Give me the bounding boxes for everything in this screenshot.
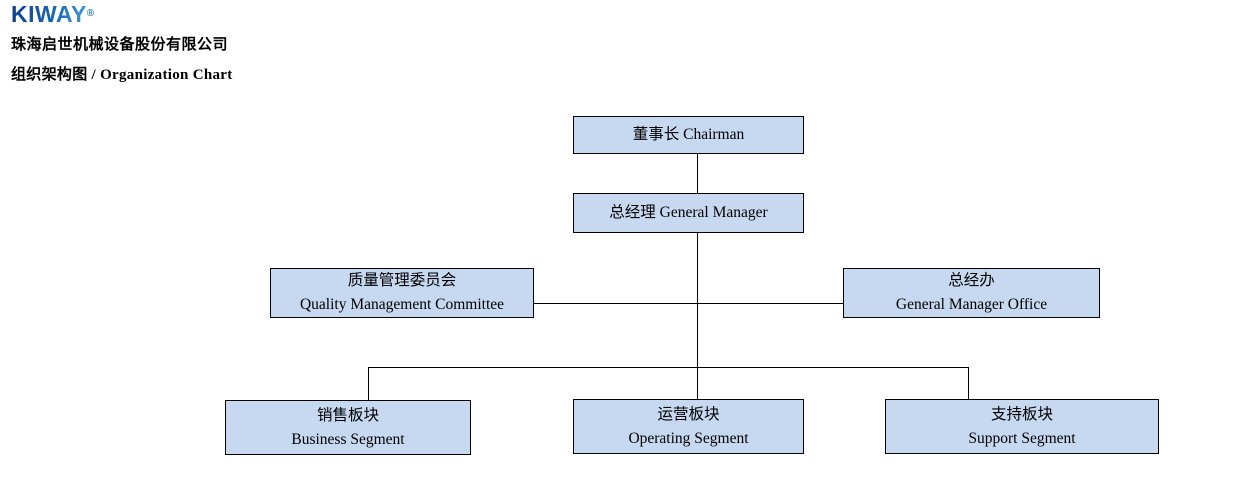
org-node-label: 董事长 Chairman xyxy=(632,126,745,143)
org-node-label-en: Support Segment xyxy=(968,429,1076,447)
org-node-chairman: 董事长 Chairman xyxy=(573,116,804,154)
connector-segments-row xyxy=(368,367,968,368)
org-node-label-cn: 运营板块 xyxy=(657,405,720,423)
connector-chairman-to-gm xyxy=(697,154,698,193)
connector-committee-office-row xyxy=(534,303,843,304)
org-node-quality-management-committee: 质量管理委员会 Quality Management Committee xyxy=(270,268,534,318)
org-node-general-manager-office: 总经办 General Manager Office xyxy=(843,268,1100,318)
org-node-label-en: Operating Segment xyxy=(628,429,749,447)
org-node-support-segment: 支持板块 Support Segment xyxy=(885,399,1159,454)
org-node-label: 总经理 General Manager xyxy=(609,204,768,221)
org-node-business-segment: 销售板块 Business Segment xyxy=(225,400,471,455)
connector-drop-support xyxy=(968,367,969,399)
company-name: 珠海启世机械设备股份有限公司 xyxy=(11,37,229,53)
org-node-operating-segment: 运营板块 Operating Segment xyxy=(573,399,804,454)
kiway-logo: KIWAY® xyxy=(11,2,94,30)
org-node-label-cn: 总经办 xyxy=(948,272,995,289)
connector-gm-trunk xyxy=(697,233,698,399)
page-title: 组织架构图 / Organization Chart xyxy=(11,67,233,83)
connector-drop-business xyxy=(368,367,369,400)
org-node-label-en: Quality Management Committee xyxy=(299,296,505,313)
org-node-label-en: Business Segment xyxy=(291,430,405,448)
org-node-label-en: General Manager Office xyxy=(895,296,1048,313)
org-node-general-manager: 总经理 General Manager xyxy=(573,193,804,233)
kiway-logo-text: KIWAY xyxy=(11,1,87,28)
org-node-label-cn: 销售板块 xyxy=(316,406,379,424)
registered-trademark-icon: ® xyxy=(86,8,95,19)
org-node-label-cn: 质量管理委员会 xyxy=(347,272,457,289)
org-node-label-cn: 支持板块 xyxy=(990,405,1053,423)
